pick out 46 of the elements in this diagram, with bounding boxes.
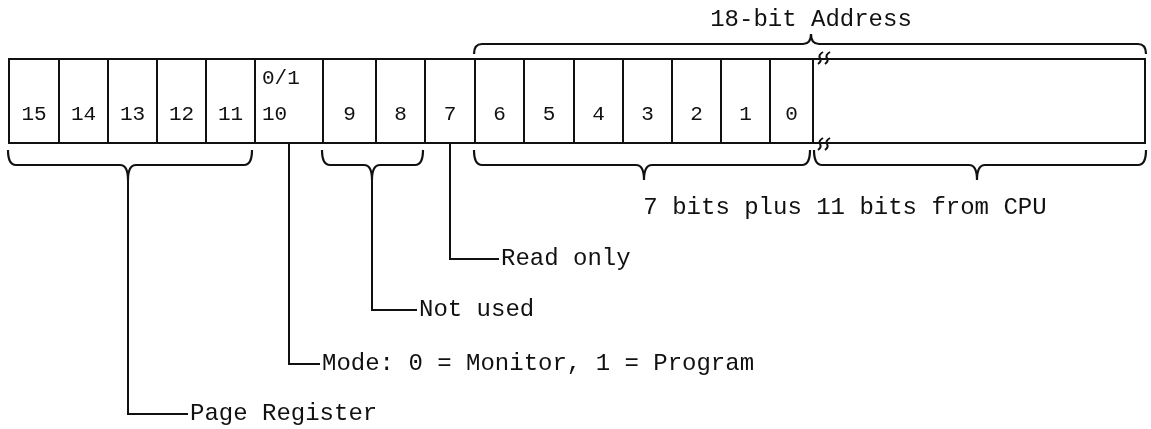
bit-cell <box>8 58 60 144</box>
bit-cell <box>322 58 377 144</box>
bit-number: 8 <box>394 102 407 128</box>
bit-cell <box>523 58 575 144</box>
bit-cell <box>254 58 324 144</box>
leader-line <box>449 143 500 260</box>
bracket <box>6 149 254 182</box>
leader-line <box>371 179 418 311</box>
bit-cell <box>573 58 624 144</box>
field-note: Page Register <box>190 400 378 428</box>
bit-number: 0 <box>785 102 798 128</box>
field-note: Mode: 0 = Monitor, 1 = Program <box>322 350 755 378</box>
bit-number: 13 <box>119 102 146 128</box>
bit-cell <box>375 58 426 144</box>
bit-cell <box>205 58 256 144</box>
address-field-box <box>812 58 1146 144</box>
bracket-label: 7 bits plus 11 bits from CPU <box>643 194 1047 222</box>
bit-value: 0/1 <box>262 66 300 92</box>
field-note: Not used <box>419 296 535 324</box>
bit-number: 5 <box>542 102 556 128</box>
bit-number: 12 <box>168 102 195 128</box>
bit-number: 1 <box>739 102 752 128</box>
bit-number: 7 <box>443 102 457 128</box>
bit-number: 2 <box>690 102 703 128</box>
bit-number: 10 <box>262 102 288 128</box>
bit-cell <box>107 58 158 144</box>
bit-number: 14 <box>70 102 97 128</box>
bit-number: 3 <box>641 102 654 128</box>
bit-number: 11 <box>217 102 244 128</box>
bit-number: 9 <box>343 102 356 128</box>
leader-line <box>288 143 321 365</box>
bit-cell <box>156 58 207 144</box>
bit-cell <box>58 58 109 144</box>
bit-cell <box>474 58 525 144</box>
bit-number: 4 <box>592 102 605 128</box>
bracket-label: 18-bit Address <box>710 6 912 34</box>
bit-cell <box>720 58 771 144</box>
bit-cell <box>424 58 476 144</box>
leader-line <box>127 179 189 415</box>
bit-cell <box>622 58 673 144</box>
bit-cell <box>671 58 722 144</box>
bracket <box>320 149 425 182</box>
bit-number: 6 <box>493 102 506 128</box>
bit-cell <box>769 58 814 144</box>
field-note: Read only <box>501 245 631 273</box>
bit-number: 15 <box>21 102 47 128</box>
